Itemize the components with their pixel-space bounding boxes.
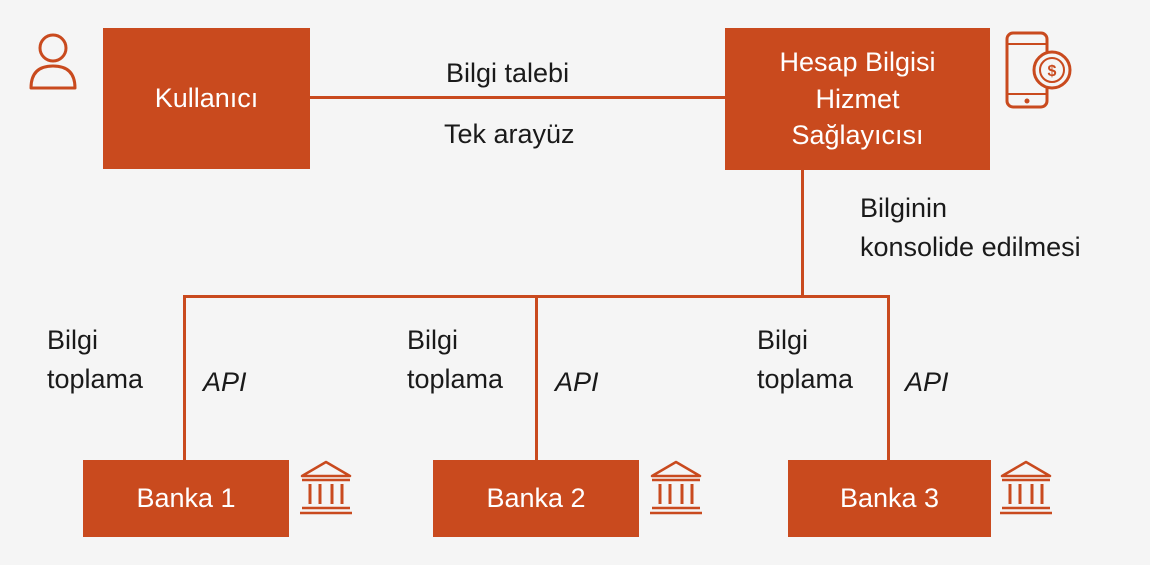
request-label: Bilgi talebi <box>446 58 570 88</box>
provider-node: Hesap Bilgisi Hizmet Sağlayıcısı <box>725 28 990 170</box>
collection-label-3: Bilgi toplama <box>757 322 853 398</box>
api-label-2: API <box>555 367 599 397</box>
consolidation-label: Bilginin konsolide edilmesi <box>860 190 1081 266</box>
bank-icon <box>298 458 354 518</box>
bank-node-2: Banka 2 <box>433 460 639 537</box>
collection-label-1-line-2: toplama <box>47 364 144 395</box>
bank-node-3-label: Banka 3 <box>839 483 940 514</box>
connector-provider-down <box>801 170 804 297</box>
collection-label-2-line-2: toplama <box>407 364 504 395</box>
consolidation-label-line-2: konsolide edilmesi <box>860 232 1081 263</box>
collection-label-3-line-1: Bilgi <box>757 325 809 355</box>
mobile-payment-icon: $ <box>1004 30 1076 114</box>
bank-icon <box>648 458 704 518</box>
collection-label-3-line-2: toplama <box>757 364 854 395</box>
user-node-label: Kullanıcı <box>154 83 259 114</box>
bank-node-1-label: Banka 1 <box>136 483 236 514</box>
provider-node-line-1: Hesap Bilgisi <box>779 47 936 78</box>
connector-bank-1 <box>183 295 186 460</box>
collection-label-1-line-1: Bilgi <box>47 325 99 355</box>
collection-label-2-line-1: Bilgi <box>407 325 459 355</box>
connector-user-provider <box>310 96 725 99</box>
bank-node-2-label: Banka 2 <box>486 483 586 514</box>
bank-node-3: Banka 3 <box>788 460 991 537</box>
connector-bank-3 <box>887 295 890 460</box>
connector-bank-2 <box>535 295 538 460</box>
collection-label-1: Bilgi toplama <box>47 322 143 398</box>
consolidation-label-line-1: Bilginin <box>860 193 948 223</box>
collection-label-2: Bilgi toplama <box>407 322 503 398</box>
provider-node-line-2: Hizmet <box>815 83 900 114</box>
api-label-3: API <box>905 367 949 397</box>
bank-icon <box>998 458 1054 518</box>
bank-node-1: Banka 1 <box>83 460 289 537</box>
svg-text:$: $ <box>1048 63 1057 80</box>
api-label-1: API <box>203 367 247 397</box>
user-node: Kullanıcı <box>103 28 310 169</box>
interface-label: Tek arayüz <box>444 119 575 149</box>
provider-node-line-3: Sağlayıcısı <box>791 120 924 151</box>
user-icon <box>28 30 78 92</box>
